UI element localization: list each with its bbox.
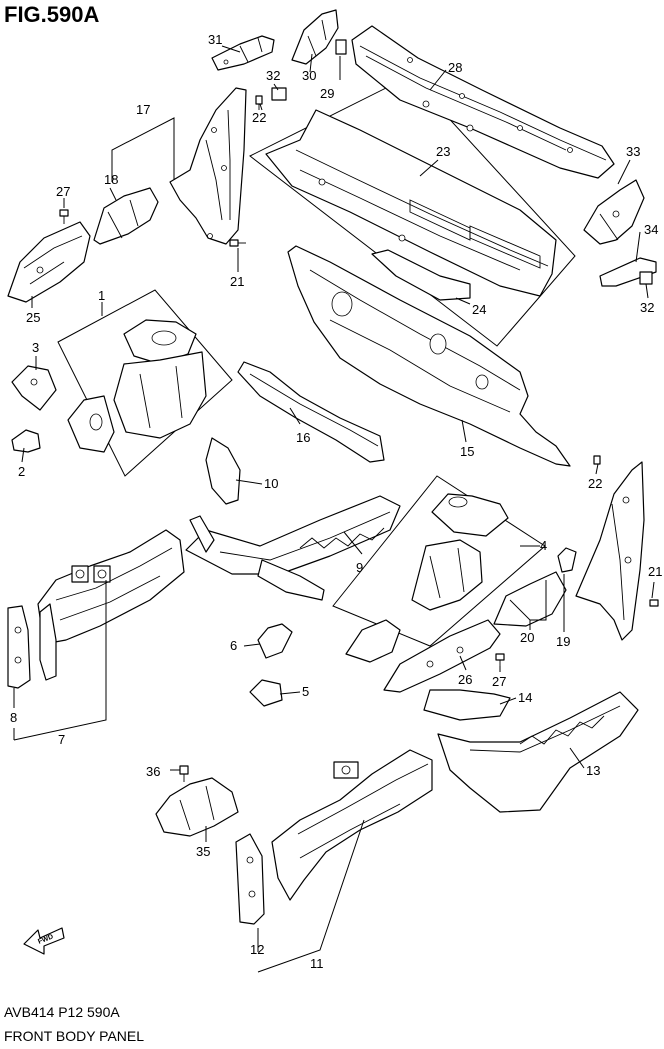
part-25-side-member <box>7 221 91 303</box>
part-12-plate <box>235 833 265 925</box>
bolt-27-right-icon <box>495 653 505 668</box>
callout-4: 4 <box>540 538 547 553</box>
part-11-side-member-left <box>271 749 433 901</box>
callout-1: 1 <box>98 288 105 303</box>
part-18-bracket <box>93 187 159 245</box>
part-30-bracket <box>291 9 339 65</box>
callout-36: 36 <box>146 764 160 779</box>
callout-14: 14 <box>518 690 532 705</box>
part-7-front-side-member <box>37 529 185 681</box>
part-10-bracket <box>205 437 241 505</box>
part-33-bracket <box>583 179 645 245</box>
part-32-plate-right <box>639 271 653 285</box>
bolt-27-icon <box>59 209 69 224</box>
part-6-bracket <box>257 623 293 659</box>
bolt-21b-icon <box>649 599 659 607</box>
callout-33: 33 <box>626 144 640 159</box>
callout-24: 24 <box>472 302 486 317</box>
part-17-pillar-panel <box>169 87 247 245</box>
callout-6: 6 <box>230 638 237 653</box>
callout-34: 34 <box>644 222 658 237</box>
callout-21-right: 21 <box>648 564 662 579</box>
part-4-strut-tower-right <box>345 493 509 663</box>
callout-16: 16 <box>296 430 310 445</box>
bolt-22b-icon <box>593 455 601 465</box>
callout-numbers: 31 32 30 29 28 22 17 18 27 23 33 34 32 2… <box>10 32 662 971</box>
figure-caption: FRONT BODY PANEL <box>4 1028 145 1044</box>
callout-30: 30 <box>302 68 316 83</box>
leader-lines <box>13 45 655 973</box>
part-24-lower-cowl <box>371 249 471 301</box>
callout-32-right: 32 <box>640 300 654 315</box>
callout-27: 27 <box>56 184 70 199</box>
callout-22-right: 22 <box>588 476 602 491</box>
callout-9: 9 <box>356 560 363 575</box>
callout-27-right: 27 <box>492 674 506 689</box>
part-29-plate <box>335 39 347 55</box>
part-2-bracket <box>11 429 41 453</box>
callout-10: 10 <box>264 476 278 491</box>
callout-3: 3 <box>32 340 39 355</box>
part-26-apron-member <box>383 619 501 693</box>
callout-28: 28 <box>448 60 462 75</box>
callout-12: 12 <box>250 942 264 957</box>
callout-22: 22 <box>252 110 266 125</box>
part-20-reinforcement <box>493 571 567 627</box>
callout-15: 15 <box>460 444 474 459</box>
figure-code: AVB414 P12 590A <box>4 1004 120 1020</box>
callout-35: 35 <box>196 844 210 859</box>
part-34-bracket <box>599 257 657 287</box>
bolt-21-icon <box>229 239 246 247</box>
callout-19: 19 <box>556 634 570 649</box>
part-28-upper-panel <box>351 25 615 179</box>
callout-2: 2 <box>18 464 25 479</box>
callout-7: 7 <box>58 732 65 747</box>
part-9-side-member <box>185 495 401 601</box>
callout-5: 5 <box>302 684 309 699</box>
part-19-bracket <box>557 547 577 573</box>
part-right-pillar <box>575 461 645 641</box>
part-15-dash-panel <box>287 245 571 467</box>
callout-32: 32 <box>266 68 280 83</box>
callout-17: 17 <box>136 102 150 117</box>
part-16-dash-crossmember <box>237 361 385 463</box>
callout-21: 21 <box>230 274 244 289</box>
part-32-plate <box>271 87 287 101</box>
bolt-22-icon <box>255 95 263 110</box>
callout-13: 13 <box>586 763 600 778</box>
callout-20: 20 <box>520 630 534 645</box>
part-13-side-member-right <box>437 691 639 813</box>
figure-title: FIG.590A <box>4 2 100 27</box>
callout-31: 31 <box>208 32 222 47</box>
callout-25: 25 <box>26 310 40 325</box>
part-5-bracket <box>249 679 283 707</box>
part-8-plate <box>7 605 31 689</box>
callout-11: 11 <box>310 956 324 971</box>
part-14-bracket <box>423 689 511 721</box>
callout-29: 29 <box>320 86 334 101</box>
callout-26: 26 <box>458 672 472 687</box>
callout-8: 8 <box>10 710 17 725</box>
callout-23: 23 <box>436 144 450 159</box>
part-3-bracket <box>11 365 57 411</box>
part-1-strut-tower <box>67 319 207 453</box>
fwd-arrow-icon: FWD <box>23 927 65 955</box>
part-31-bracket <box>211 35 275 71</box>
part-35-bracket <box>155 777 239 837</box>
bolt-36-icon <box>179 765 189 782</box>
callout-18: 18 <box>104 172 118 187</box>
part-23-cowl-panel <box>265 109 557 297</box>
